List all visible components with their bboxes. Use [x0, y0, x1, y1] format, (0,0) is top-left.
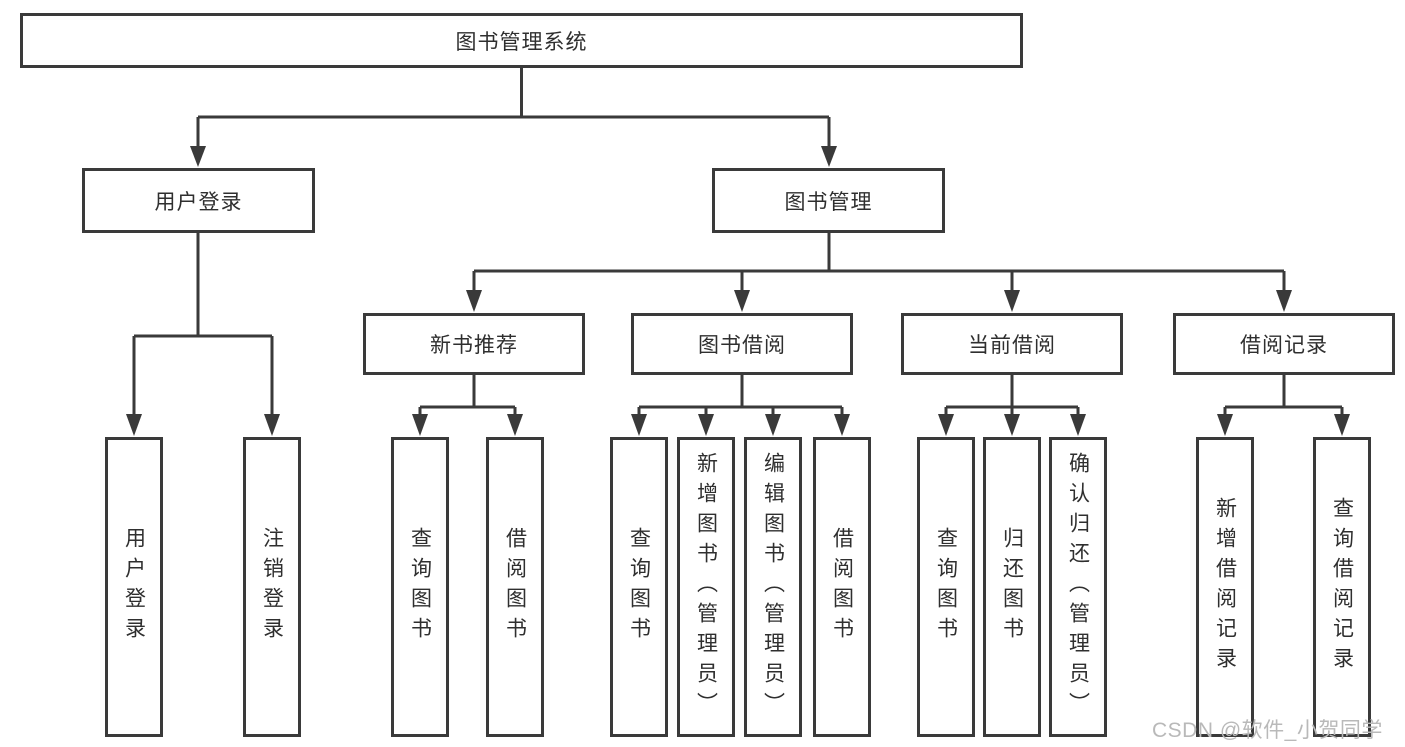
arrowhead-down-icon	[1004, 414, 1020, 436]
node-label: 查询借阅记录	[1330, 497, 1354, 677]
node-label: 当前借阅	[968, 334, 1056, 357]
node-label: 查询图书	[934, 527, 958, 647]
arrowhead-down-icon	[938, 414, 954, 436]
node-label: 借阅图书	[503, 527, 527, 647]
node-label: 用户登录	[122, 527, 146, 647]
arrowhead-down-icon	[834, 414, 850, 436]
connector-book-management-children	[466, 230, 1292, 312]
arrowhead-down-icon	[1217, 414, 1233, 436]
node-label: 新书推荐	[430, 334, 518, 357]
arrowhead-down-icon	[190, 146, 206, 167]
leaf-query-books-recommend: 查询图书	[391, 437, 449, 737]
arrowhead-down-icon	[1334, 414, 1350, 436]
leaf-borrow-books-recommend: 借阅图书	[486, 437, 544, 737]
connector-book-borrow-children	[631, 374, 850, 436]
leaf-return-book: 归还图书	[983, 437, 1041, 737]
arrowhead-down-icon	[1070, 414, 1086, 436]
leaf-add-borrow-record: 新增借阅记录	[1196, 437, 1254, 737]
node-label: 新增借阅记录	[1213, 497, 1237, 677]
connector-user-login-children	[126, 230, 280, 436]
arrowhead-down-icon	[631, 414, 647, 436]
node-book-management: 图书管理	[712, 168, 945, 233]
arrowhead-down-icon	[765, 414, 781, 436]
arrowhead-down-icon	[1004, 290, 1020, 312]
node-user-login: 用户登录	[82, 168, 315, 233]
node-label: 用户登录	[154, 190, 243, 214]
arrowhead-down-icon	[507, 414, 523, 436]
node-library-management-system: 图书管理系统	[20, 13, 1023, 68]
watermark: CSDN @软件_小贺同学	[1152, 719, 1383, 742]
leaf-borrow-books: 借阅图书	[813, 437, 871, 737]
node-book-borrow: 图书借阅	[631, 313, 853, 375]
leaf-query-books-borrow: 查询图书	[610, 437, 668, 737]
connector-borrow-records-children	[1217, 374, 1350, 436]
node-label: 编辑图书（管理员）	[761, 452, 785, 722]
node-label: 归还图书	[1000, 527, 1024, 647]
leaf-add-book-admin: 新增图书（管理员）	[677, 437, 735, 737]
arrowhead-down-icon	[466, 290, 482, 312]
arrowhead-down-icon	[734, 290, 750, 312]
node-label: 借阅图书	[830, 527, 854, 647]
node-label: 查询图书	[408, 527, 432, 647]
node-label: 图书管理	[784, 190, 873, 214]
leaf-user-login: 用户登录	[105, 437, 163, 737]
leaf-confirm-return-admin: 确认归还（管理员）	[1049, 437, 1107, 737]
node-new-book-recommend: 新书推荐	[363, 313, 585, 375]
leaf-query-books-current: 查询图书	[917, 437, 975, 737]
arrowhead-down-icon	[126, 414, 142, 436]
connector-new-book-recommend-children	[412, 374, 523, 436]
arrowhead-down-icon	[264, 414, 280, 436]
node-borrow-records: 借阅记录	[1173, 313, 1395, 375]
node-label: 注销登录	[260, 527, 284, 647]
connector-root-to-level2	[190, 66, 837, 167]
node-label: 确认归还（管理员）	[1066, 452, 1090, 722]
node-label: 查询图书	[627, 527, 651, 647]
arrowhead-down-icon	[821, 146, 837, 167]
arrowhead-down-icon	[412, 414, 428, 436]
arrowhead-down-icon	[698, 414, 714, 436]
node-label: 图书借阅	[698, 334, 786, 357]
node-label: 新增图书（管理员）	[694, 452, 718, 722]
connector-current-borrow-children	[938, 374, 1086, 436]
leaf-logout: 注销登录	[243, 437, 301, 737]
arrowhead-down-icon	[1276, 290, 1292, 312]
node-current-borrow: 当前借阅	[901, 313, 1123, 375]
node-label: 借阅记录	[1240, 334, 1328, 357]
leaf-edit-book-admin: 编辑图书（管理员）	[744, 437, 802, 737]
node-label: 图书管理系统	[455, 30, 588, 54]
leaf-query-borrow-record: 查询借阅记录	[1313, 437, 1371, 737]
